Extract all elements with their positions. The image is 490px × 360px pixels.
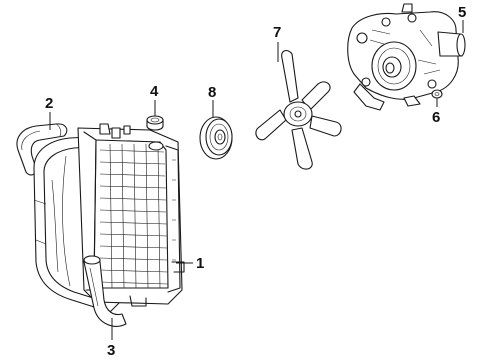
callout-1: 1 bbox=[196, 255, 204, 272]
water-pump-housing bbox=[347, 3, 466, 111]
callout-3: 3 bbox=[107, 342, 115, 359]
callout-5: 5 bbox=[458, 4, 466, 21]
leader-lines bbox=[49, 20, 464, 340]
radiator bbox=[77, 123, 185, 307]
lower-radiator-hose bbox=[83, 255, 127, 327]
callout-7: 7 bbox=[273, 24, 281, 41]
callout-2: 2 bbox=[45, 95, 53, 112]
fan-clutch bbox=[199, 116, 233, 160]
callout-6: 6 bbox=[432, 109, 440, 126]
callout-8: 8 bbox=[208, 84, 216, 101]
callout-labels: 1 2 3 4 5 6 7 8 bbox=[45, 4, 466, 359]
fan-blade bbox=[255, 49, 342, 170]
callout-4: 4 bbox=[150, 83, 159, 100]
pump-gasket bbox=[431, 89, 443, 99]
radiator-cap bbox=[146, 115, 164, 131]
